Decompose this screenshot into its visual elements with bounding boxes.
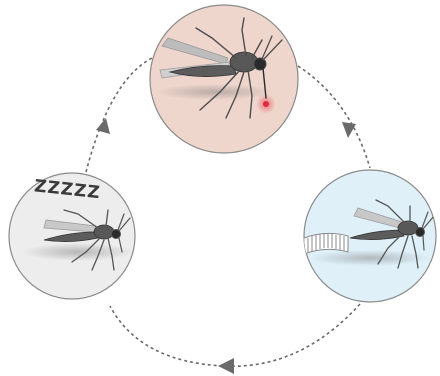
arrow-path-rest-to-feed <box>86 58 152 172</box>
feeding-stage-circle <box>150 5 298 153</box>
arrow-path-feed-to-lay <box>298 66 370 168</box>
egg-laying-stage-circle <box>304 170 436 302</box>
arrowhead-left <box>218 358 234 374</box>
arrowhead-down-right <box>342 122 356 138</box>
arrow-path-lay-to-rest <box>110 304 360 366</box>
resting-stage-circle: ZZZZZ <box>9 173 135 299</box>
